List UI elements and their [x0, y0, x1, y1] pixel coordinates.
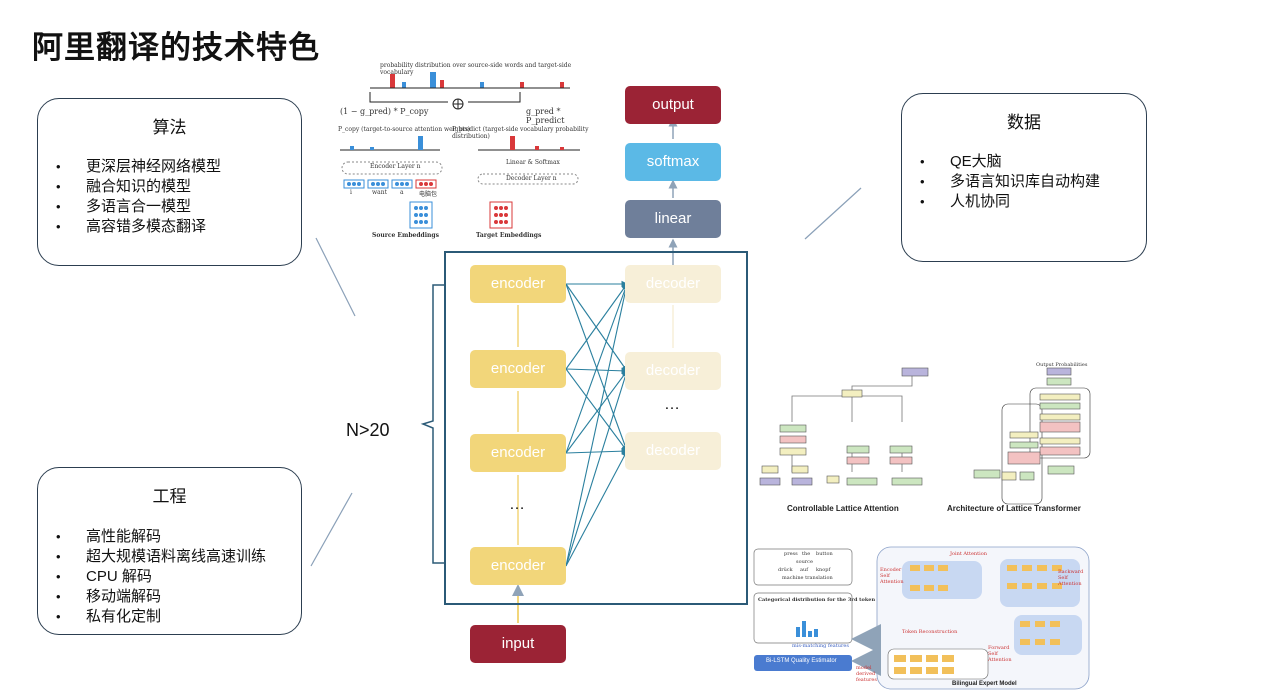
list-item: QE大脑 — [920, 152, 1100, 172]
bilingual-expert-drawing — [753, 546, 1090, 690]
backward-self-attention-label: Backward Self Attention — [1058, 569, 1084, 587]
list-item: 私有化定制 — [56, 607, 266, 627]
list-item: CPU 解码 — [56, 567, 266, 587]
list-item: 高容错多模态翻译 — [56, 217, 221, 237]
token: want — [372, 189, 387, 196]
decoder-layer-label: Decoder Layer n — [506, 175, 557, 182]
p-predict-formula: g_pred * P_predict — [526, 107, 565, 125]
algorithm-list: 更深层神经网络模型 融合知识的模型 多语言合一模型 高容错多模态翻译 — [38, 157, 221, 237]
depth-label: N>20 — [346, 420, 390, 440]
target-embeddings-label: Target Embeddings — [476, 232, 542, 239]
decoder-block: decoder — [625, 352, 721, 390]
fig-header: probability distribution over source-sid… — [380, 62, 572, 76]
page-title: 阿里翻译的技术特色 — [32, 30, 320, 65]
token: 电脑包 — [419, 191, 438, 198]
p-copy-desc: P_copy (target-to-source attention weigh… — [338, 126, 471, 133]
token: i — [350, 189, 352, 196]
linear-block: linear — [625, 200, 721, 238]
linear-softmax-label: Linear & Softmax — [506, 159, 560, 166]
decoder-ellipsis: … — [664, 396, 680, 413]
joint-attention-label: Joint Attention — [950, 551, 987, 557]
encoder-decoder-frame — [444, 251, 748, 605]
lattice-drawing — [759, 367, 1091, 505]
source-label: source — [796, 559, 813, 565]
data-card: 数据 QE大脑 多语言知识库自动构建 人机协同 — [901, 93, 1147, 262]
list-item: 更深层神经网络模型 — [56, 157, 221, 177]
copy-mechanism-figure: probability distribution over source-sid… — [330, 62, 590, 242]
quality-estimator-label: Bi-LSTM Quality Estimator — [766, 658, 837, 664]
p-copy-formula: (1 − g_pred) * P_copy — [340, 107, 429, 116]
source-word: button — [816, 551, 833, 557]
token: a — [400, 189, 404, 196]
model-derived-label: model derived features — [856, 665, 877, 683]
mt-label: machine translation — [782, 575, 833, 581]
list-item: 融合知识的模型 — [56, 177, 221, 197]
lattice-transformer-caption: Architecture of Lattice Transformer — [947, 504, 1081, 513]
source-word: the — [802, 551, 811, 557]
input-block: input — [470, 625, 566, 663]
engineering-card-title: 工程 — [152, 487, 187, 506]
mt-word: knopf — [816, 567, 831, 573]
list-item: 多语言合一模型 — [56, 197, 221, 217]
encoder-layer-label: Encoder Layer n — [370, 163, 421, 170]
list-item: 多语言知识库自动构建 — [920, 172, 1100, 192]
mis-matching-label: mis-matching features — [792, 643, 849, 649]
list-item: 超大规模语料离线高速训练 — [56, 547, 266, 567]
data-card-title: 数据 — [1007, 113, 1041, 132]
list-item: 高性能解码 — [56, 527, 266, 547]
bilingual-expert-figure: press the button source drück auf knopf … — [752, 545, 1092, 691]
decoder-block: decoder — [625, 265, 721, 303]
forward-self-attention-label: Forward Self Attention — [988, 645, 1012, 663]
list-item: 人机协同 — [920, 192, 1100, 212]
list-item: 移动端解码 — [56, 587, 266, 607]
bilingual-expert-title: Bilingual Expert Model — [952, 681, 1017, 687]
encoder-block: encoder — [470, 350, 566, 388]
algorithm-card-title: 算法 — [152, 118, 187, 137]
decoder-block: decoder — [625, 432, 721, 470]
engineering-card: 工程 高性能解码 超大规模语料离线高速训练 CPU 解码 移动端解码 私有化定制 — [37, 467, 302, 635]
encoder-block: encoder — [470, 265, 566, 303]
source-embeddings-label: Source Embeddings — [372, 232, 439, 239]
data-list: QE大脑 多语言知识库自动构建 人机协同 — [902, 152, 1100, 212]
source-word: press — [784, 551, 798, 557]
engineering-list: 高性能解码 超大规模语料离线高速训练 CPU 解码 移动端解码 私有化定制 — [38, 527, 266, 627]
token-reconstruction-label: Token Reconstruction — [902, 629, 958, 635]
output-block: output — [625, 86, 721, 124]
encoder-block: encoder — [470, 434, 566, 472]
algorithm-card: 算法 更深层神经网络模型 融合知识的模型 多语言合一模型 高容错多模态翻译 — [37, 98, 302, 266]
p-predict-desc: P_predict (target-side vocabulary probab… — [452, 126, 589, 140]
lattice-figure: Controllable Lattice Attention Architect… — [752, 362, 1112, 517]
mt-word: drück — [778, 567, 793, 573]
copy-mechanism-drawing — [340, 72, 580, 229]
encoder-ellipsis: … — [509, 496, 525, 513]
lattice-attention-caption: Controllable Lattice Attention — [787, 504, 899, 513]
softmax-block: softmax — [625, 143, 721, 181]
mt-word: auf — [800, 567, 809, 573]
categorical-label: Categorical distribution for the 3rd tok… — [758, 597, 876, 603]
encoder-block: encoder — [470, 547, 566, 585]
output-probabilities-label: Output Probabilities — [1036, 362, 1088, 368]
encoder-self-attention-label: Encoder Self Attention — [880, 567, 904, 585]
